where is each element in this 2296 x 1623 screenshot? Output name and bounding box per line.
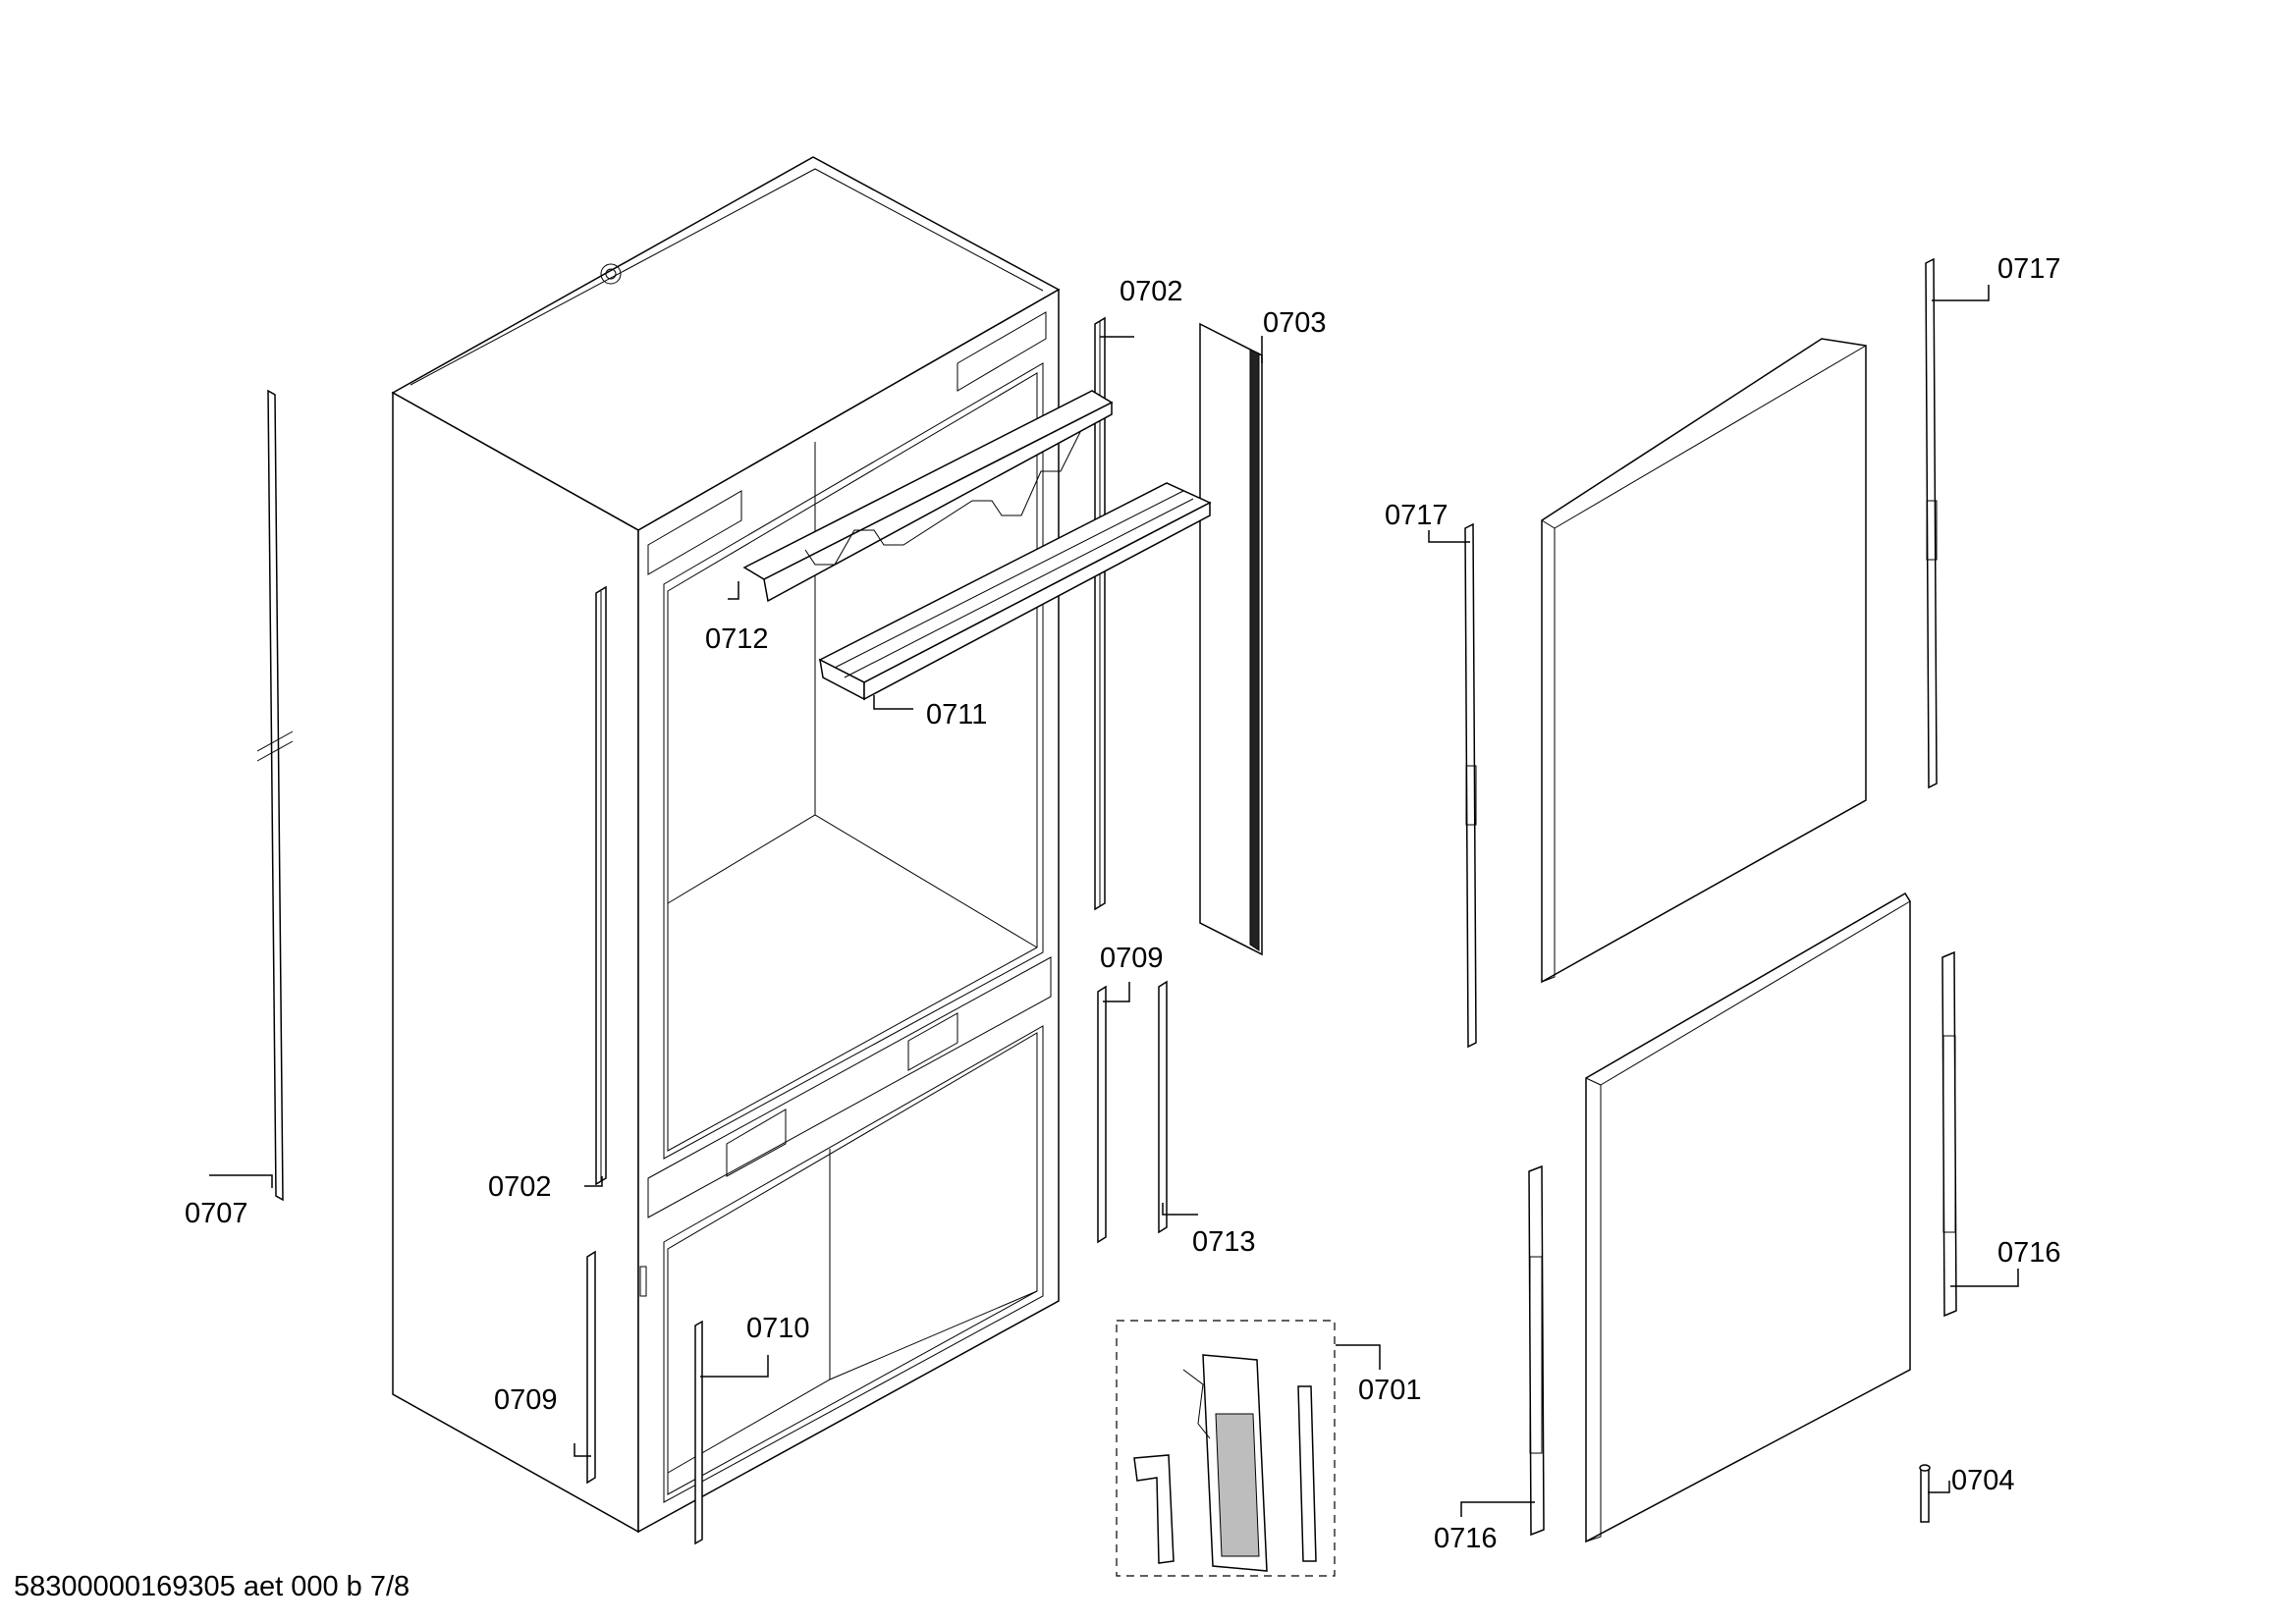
callout-0713: 0713 xyxy=(1192,1226,1256,1258)
cabinet-body xyxy=(391,156,1061,1534)
lower-door xyxy=(1585,892,1911,1543)
part-0704-pin xyxy=(1919,1464,1931,1523)
part-0717-left-strip xyxy=(1464,522,1477,1049)
callout-0712: 0712 xyxy=(705,623,769,655)
part-0703-panel xyxy=(1199,322,1263,956)
callout-0710: 0710 xyxy=(746,1313,810,1344)
part-0702-left-strip xyxy=(595,585,607,1186)
callout-0702-top: 0702 xyxy=(1120,276,1183,307)
part-0712-rail xyxy=(742,390,1114,603)
upper-door xyxy=(1541,338,1867,984)
callout-labels: 0707 0702 0702 0703 0712 0711 0709 0713 … xyxy=(185,253,2061,1554)
callout-0704: 0704 xyxy=(1951,1465,2015,1496)
callout-0703: 0703 xyxy=(1263,307,1327,339)
callout-0717-left: 0717 xyxy=(1385,500,1449,531)
document-footer-id: 58300000169305 aet 000 b 7/8 xyxy=(14,1571,410,1602)
callout-0711: 0711 xyxy=(926,699,987,730)
part-0707-strip xyxy=(256,389,294,1202)
callout-0716-right: 0716 xyxy=(1997,1237,2061,1269)
callout-0702-left: 0702 xyxy=(488,1171,552,1203)
leader-lines xyxy=(209,285,2019,1517)
callout-0707: 0707 xyxy=(185,1198,248,1229)
part-0716-left-bracket xyxy=(1528,1164,1545,1537)
callout-0701: 0701 xyxy=(1358,1375,1422,1406)
part-0716-right-bracket xyxy=(1941,950,1957,1318)
part-0710-strip xyxy=(694,1320,703,1545)
callout-0717-top: 0717 xyxy=(1997,253,2061,285)
callout-0716-left: 0716 xyxy=(1434,1523,1498,1554)
callout-0709-mid: 0709 xyxy=(1100,943,1164,974)
part-0711-profile xyxy=(818,482,1212,701)
part-0709-mid-strips xyxy=(1097,980,1168,1244)
part-0717-right-strip xyxy=(1925,257,1938,789)
callout-0709-left: 0709 xyxy=(494,1384,558,1416)
part-0709-left-strip xyxy=(586,1250,596,1485)
part-0701-kit xyxy=(1116,1320,1336,1577)
